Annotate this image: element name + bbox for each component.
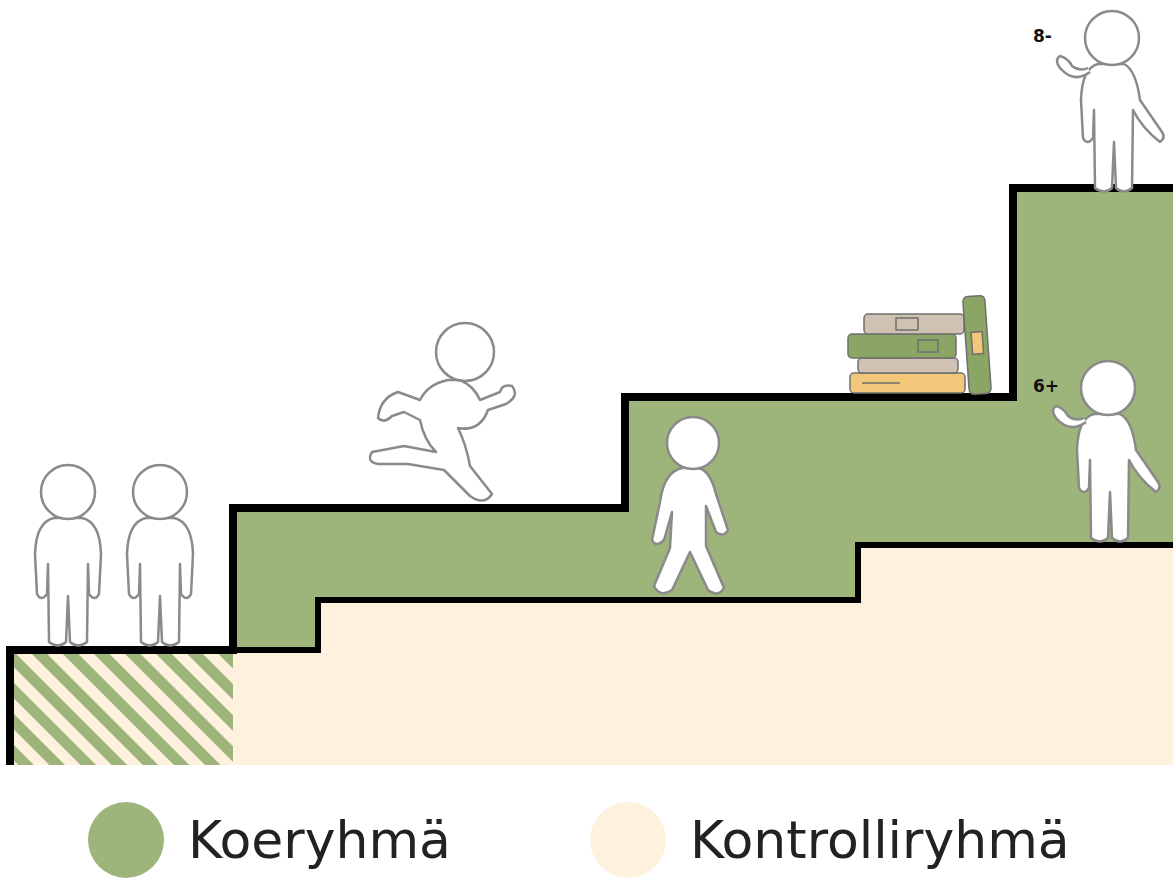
walking-figure [652,417,728,594]
legend-item: Koeryhmä [88,802,451,878]
legend-item: Kontrolliryhmä [590,802,1070,878]
waving-figure [1053,361,1160,542]
legend-text: Koeryhmä [188,810,451,870]
score-label: 6+ [1033,376,1059,396]
experiment-area [233,188,1173,650]
legend-text: Kontrolliryhmä [690,810,1070,870]
stair-outline [10,188,1173,765]
legend-swatch [88,802,164,878]
book-stack [848,295,991,394]
score-label: 8- [1033,26,1052,46]
standing-figure [35,465,101,646]
running-figure [370,323,515,501]
hatched-step [10,650,233,765]
waving-figure [1057,11,1164,192]
standing-figure [127,465,193,646]
legend-swatch [590,802,666,878]
